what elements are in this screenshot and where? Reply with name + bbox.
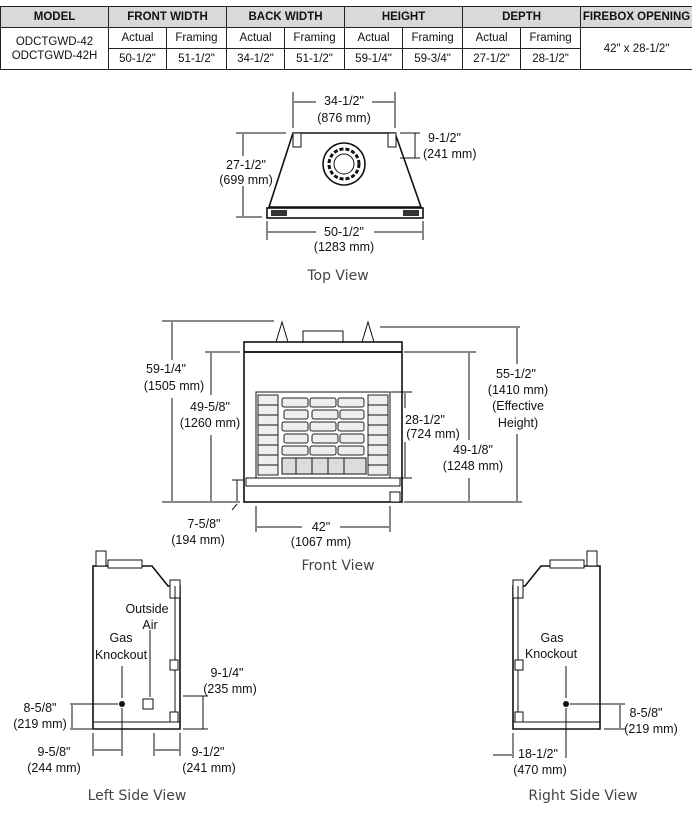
front-h2-label: 49-5/8"	[190, 400, 230, 414]
right-top-box	[549, 559, 585, 569]
top-back-width-label: 34-1/2"	[324, 94, 364, 108]
front-body	[243, 351, 403, 503]
right-view-caption: Right Side View	[528, 788, 637, 804]
front-opening-w-label: 42"	[312, 520, 330, 534]
top-back-width-mm: (876 mm)	[317, 111, 370, 125]
dimensions-table: MODEL FRONT WIDTH BACK WIDTH HEIGHT DEPT…	[0, 6, 692, 70]
front-width-actual: 50-1/2"	[108, 48, 167, 70]
front-view: 59-1/4" (1505 mm) 49-5/8" (1260 mm) 7-5/…	[144, 320, 548, 574]
gas-knockout-left	[119, 701, 125, 707]
top-front-width-mm: (1283 mm)	[314, 240, 374, 254]
right-bracket	[514, 711, 524, 723]
header-back-width: BACK WIDTH	[226, 6, 346, 28]
front-h2-mm: (1260 mm)	[180, 416, 240, 430]
left-bracket	[169, 659, 179, 671]
sub-header-actual: Actual	[226, 27, 286, 49]
top-view-front-frame	[266, 207, 424, 219]
front-eff-label: 55-1/2"	[496, 367, 536, 381]
sub-header-framing: Framing	[402, 27, 464, 49]
header-model: MODEL	[0, 6, 109, 28]
left-gas-label: Gas	[110, 631, 133, 645]
left-top-post	[95, 550, 107, 567]
air-label: Air	[142, 618, 157, 632]
left-d4-label: 9-1/2"	[192, 745, 225, 759]
top-view-caption: Top View	[306, 268, 368, 284]
header-front-width: FRONT WIDTH	[107, 6, 228, 28]
right-gas-label: Gas	[541, 631, 564, 645]
model-name: ODCTGWD-42H	[11, 49, 98, 62]
left-knockout-label: Knockout	[95, 648, 148, 662]
top-view-bracket	[271, 210, 287, 216]
top-side-depth-mm: (241 mm)	[423, 147, 476, 161]
firebox-bricks	[257, 394, 389, 476]
front-base-mm: (194 mm)	[171, 533, 224, 547]
front-base-rail	[245, 477, 401, 487]
outside-label: Outside	[125, 602, 168, 616]
right-d2-mm: (470 mm)	[513, 763, 566, 777]
front-vent-fin	[275, 320, 289, 343]
right-bracket	[514, 659, 524, 671]
vent-collar-inner	[327, 147, 361, 181]
sub-header-framing: Framing	[165, 27, 228, 49]
front-width-framing: 51-1/2"	[165, 48, 228, 70]
back-width-framing: 51-1/2"	[284, 48, 346, 70]
right-d1-mm: (219 mm)	[624, 722, 677, 736]
top-side-depth-label: 9-1/2"	[428, 131, 461, 145]
top-depth-mm: (699 mm)	[219, 173, 272, 187]
front-view-caption: Front View	[301, 558, 374, 574]
sub-header-actual: Actual	[108, 27, 167, 49]
model-name: ODCTGWD-42	[15, 35, 94, 48]
top-view-bracket	[292, 132, 302, 148]
front-eff-line1: (Effective	[492, 399, 544, 413]
burner-logs	[281, 457, 367, 475]
front-vent-fin	[361, 320, 375, 343]
front-h3-label: 49-1/8"	[453, 443, 493, 457]
right-top-post	[586, 550, 598, 567]
front-height-mm: (1505 mm)	[144, 379, 204, 393]
top-view: 34-1/2" (876 mm) 9-1/2" (241 mm) 27-1/2"…	[219, 92, 476, 284]
top-view-bracket	[387, 132, 397, 148]
front-top-frame	[243, 341, 403, 353]
left-d1-mm: (235 mm)	[203, 682, 256, 696]
right-side-view: Gas Knockout 8-5/8" (219 mm) 18-1/2" (47…	[493, 550, 678, 804]
header-depth: DEPTH	[462, 6, 582, 28]
depth-framing: 28-1/2"	[520, 48, 582, 70]
back-width-actual: 34-1/2"	[226, 48, 286, 70]
front-top-box	[302, 330, 344, 343]
left-d2-label: 8-5/8"	[24, 701, 57, 715]
front-opening-w-mm: (1067 mm)	[291, 535, 351, 549]
left-d4-mm: (241 mm)	[182, 761, 235, 775]
depth-actual: 27-1/2"	[462, 48, 522, 70]
left-d3-label: 9-5/8"	[38, 745, 71, 759]
outside-air-knockout	[142, 698, 154, 710]
height-framing: 59-3/4"	[402, 48, 464, 70]
front-opening-h-label: 28-1/2"	[405, 413, 445, 427]
front-height-label: 59-1/4"	[146, 362, 186, 376]
front-base-label: 7-5/8"	[188, 517, 221, 531]
top-view-bracket	[403, 210, 419, 216]
height-actual: 59-1/4"	[344, 48, 404, 70]
right-knockout-label: Knockout	[525, 647, 578, 661]
left-side-view: Outside Air Gas Knockout 9-1/4" (235 mm)…	[13, 550, 257, 804]
front-h3-mm: (1248 mm)	[443, 459, 503, 473]
top-depth-label: 27-1/2"	[226, 158, 266, 172]
right-d1-label: 8-5/8"	[630, 706, 663, 720]
gas-knockout-right	[563, 701, 569, 707]
left-bracket	[169, 711, 179, 723]
left-d3-mm: (244 mm)	[27, 761, 80, 775]
front-opening-h-mm: (724 mm)	[406, 427, 459, 441]
left-d2-mm: (219 mm)	[13, 717, 66, 731]
front-eff-mm: (1410 mm)	[488, 383, 548, 397]
model-cell: ODCTGWD-42 ODCTGWD-42H	[0, 27, 109, 70]
left-view-caption: Left Side View	[88, 788, 187, 804]
right-d2-label: 18-1/2"	[518, 747, 558, 761]
left-d1-label: 9-1/4"	[211, 666, 244, 680]
left-top-box	[107, 559, 143, 569]
header-firebox-opening: FIREBOX OPENING	[580, 6, 692, 28]
top-front-width-label: 50-1/2"	[324, 225, 364, 239]
vent-collar	[322, 142, 366, 186]
front-eff-line2: Height)	[498, 416, 538, 430]
front-control-box	[389, 491, 401, 503]
